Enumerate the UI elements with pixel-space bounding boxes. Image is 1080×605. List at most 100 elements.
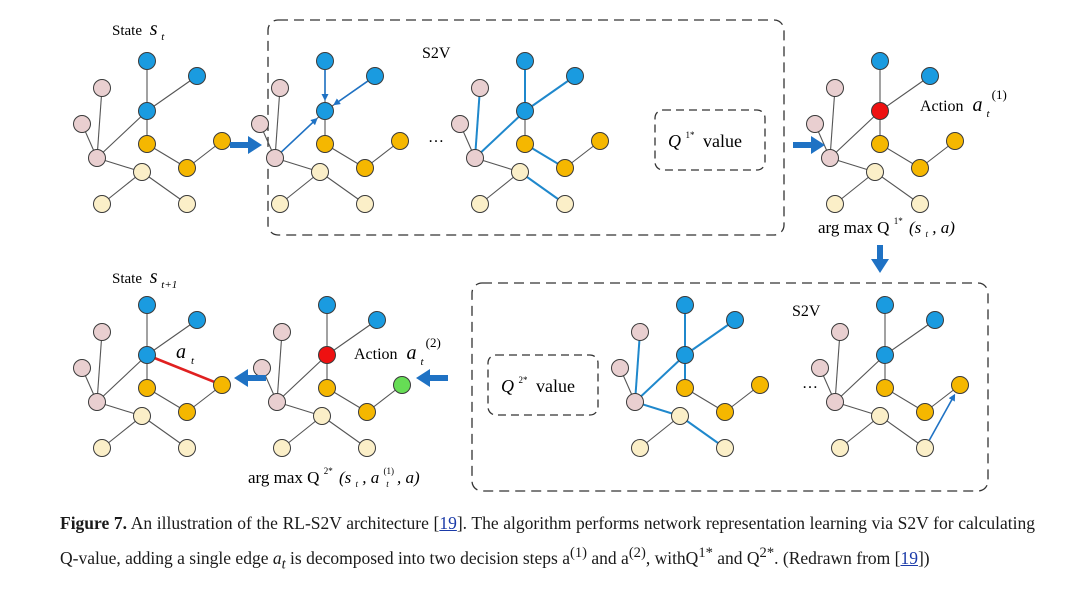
caption-sup-2: (2) <box>628 545 646 561</box>
figure-label: Figure 7. <box>60 513 128 533</box>
graph-edge <box>96 87 103 159</box>
graph-node-pink <box>831 323 849 341</box>
caption-text-6: and Q <box>712 547 760 568</box>
graph-node-pink <box>826 79 844 97</box>
graph-node-cream <box>716 439 734 457</box>
graph-edge <box>146 75 198 112</box>
graph-node-cream <box>871 407 889 425</box>
graph-node-pink <box>88 149 106 167</box>
graph-node-pink <box>268 393 286 411</box>
graph-edge <box>96 354 148 403</box>
graph-node-red <box>871 102 889 120</box>
graph-node-cream <box>358 439 376 457</box>
q1-value-label: Q 1* value <box>668 122 742 151</box>
graph-node-orange <box>751 376 769 394</box>
caption-sup-1: (1) <box>570 545 588 561</box>
graph-node-orange <box>516 135 534 153</box>
s2v-box-bottom <box>471 282 989 492</box>
graph-node-orange <box>356 159 374 177</box>
highlighted-edge <box>679 415 726 449</box>
graph-node-pink <box>93 323 111 341</box>
graph-node-cream <box>631 439 649 457</box>
caption-edge-symbol: a <box>272 547 282 568</box>
q2-value-label: Q 2* value <box>501 367 575 396</box>
graph-node-blue <box>566 67 584 85</box>
graph-node-blue <box>138 346 156 364</box>
graph-node-orange <box>178 159 196 177</box>
graph-edge <box>96 331 103 403</box>
graph-node-cream <box>831 439 849 457</box>
graph-node-blue <box>676 346 694 364</box>
added-edge <box>146 353 223 387</box>
flow-arrow-state-to-s2v <box>230 136 262 154</box>
graph-edge <box>834 331 841 403</box>
highlighted-edge <box>474 110 526 159</box>
reference-link-2[interactable]: 19 <box>900 547 918 568</box>
graph-node-orange <box>951 376 969 394</box>
graph-node-blue <box>876 346 894 364</box>
caption-text-5: , withQ <box>645 547 699 568</box>
graph-node-pink <box>466 149 484 167</box>
graph-node-cream <box>271 195 289 213</box>
graph-node-pink <box>251 115 269 133</box>
s2v-label-top: S2V <box>422 45 451 62</box>
graph-s2v-bottom-step1 <box>611 296 769 457</box>
graph-node-blue <box>138 52 156 70</box>
graph-node-blue <box>871 52 889 70</box>
graph-node-orange <box>916 403 934 421</box>
graph-node-orange <box>716 403 734 421</box>
graph-edge <box>141 171 188 205</box>
q2-value-box <box>487 354 599 416</box>
graph-node-pink <box>88 393 106 411</box>
graph-node-pink <box>631 323 649 341</box>
graph-node-green <box>393 376 411 394</box>
action1-label: Action a t (1) <box>920 87 1007 121</box>
graph-node-blue <box>926 311 944 329</box>
graph-node-blue <box>366 67 384 85</box>
graph-node-orange <box>358 403 376 421</box>
graph-edge <box>879 415 926 449</box>
graph-node-pink <box>451 115 469 133</box>
graph-node-blue <box>676 296 694 314</box>
highlighted-edge <box>474 87 481 159</box>
graph-node-orange <box>138 379 156 397</box>
graph-node-blue <box>188 67 206 85</box>
caption-text-4: and a <box>587 547 629 568</box>
state-t1-label: State s t+1 <box>112 266 177 291</box>
graph-node-pink <box>611 359 629 377</box>
graph-node-pink <box>471 79 489 97</box>
graph-node-cream <box>273 439 291 457</box>
argmax2-label: arg max Q 2* (s t , a (1) t , a) <box>248 459 420 491</box>
graph-node-blue <box>316 102 334 120</box>
graph-node-orange <box>946 132 964 150</box>
reference-link-1[interactable]: 19 <box>439 513 457 533</box>
graph-node-cream <box>911 195 929 213</box>
graph-s2v-top-step2 <box>451 52 609 213</box>
graph-edge <box>276 354 328 403</box>
graph-node-orange <box>178 403 196 421</box>
graph-state-t1 <box>73 296 231 457</box>
graph-node-orange <box>871 135 889 153</box>
graph-node-pink <box>826 393 844 411</box>
graph-edge <box>96 110 148 159</box>
graph-edge <box>276 331 283 403</box>
graph-edge <box>321 415 368 449</box>
graph-node-orange <box>556 159 574 177</box>
flow-arrow-down <box>871 245 889 273</box>
graph-edge <box>884 319 936 356</box>
message-arrow <box>928 393 956 441</box>
graph-edge <box>829 110 881 159</box>
caption-sup-4: 2* <box>759 545 775 561</box>
graph-node-blue <box>316 52 334 70</box>
graph-edge <box>879 75 931 112</box>
highlighted-edge <box>524 75 576 112</box>
graph-node-orange <box>318 379 336 397</box>
graph-node-pink <box>271 79 289 97</box>
highlighted-edge <box>634 354 686 403</box>
s2v-label-bottom: S2V <box>792 303 821 320</box>
graph-node-pink <box>73 115 91 133</box>
graph-node-cream <box>671 407 689 425</box>
graph-node-orange <box>676 379 694 397</box>
action2-label: Action a t (2) <box>354 335 441 369</box>
message-arrow <box>333 80 369 106</box>
